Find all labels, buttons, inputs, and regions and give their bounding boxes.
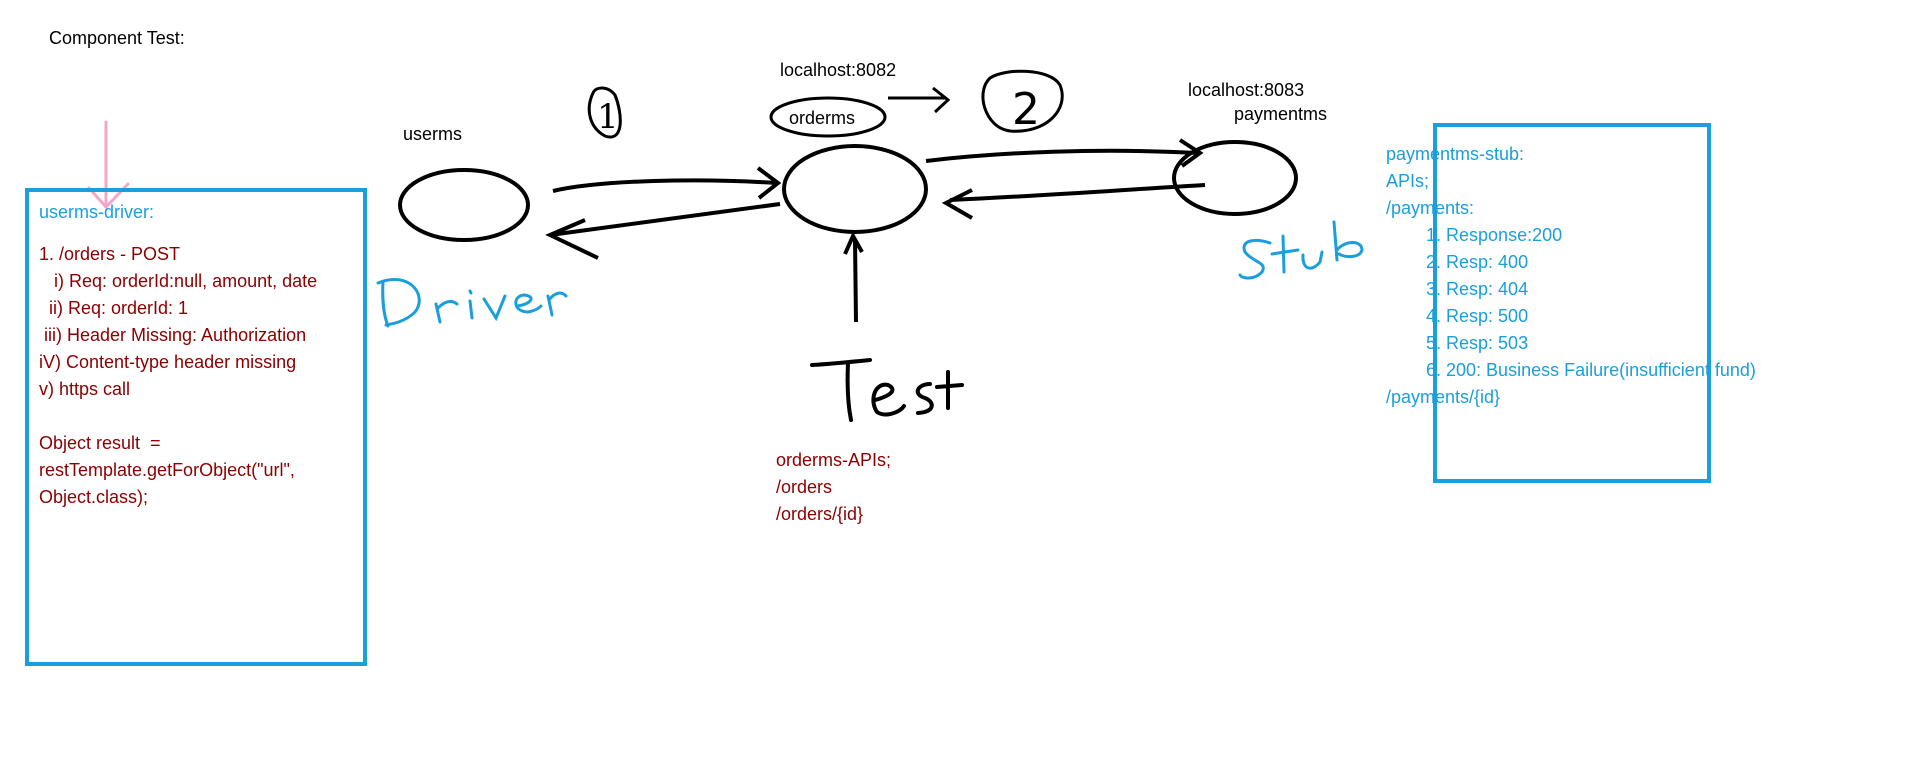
driver-box-line-9: restTemplate.getForObject("url", — [39, 460, 295, 480]
driver-box-line-4: iii) Header Missing: Authorization — [39, 325, 307, 345]
orderms-node-label: orderms — [789, 108, 856, 128]
payment-request-arrow — [925, 148, 1199, 163]
stub-box-line-9: /payments/{id} — [1386, 387, 1501, 407]
paymentms-node — [1172, 140, 1298, 216]
stub-box-line-8: 6. 200: Business Failure(insufficient fu… — [1386, 360, 1756, 380]
test-handwriting — [810, 358, 964, 422]
orderms-label-oval — [769, 96, 887, 138]
step-one-label: 1 — [597, 97, 619, 137]
driver-box-line-8: Object result = — [39, 433, 161, 453]
step-one-circle — [587, 86, 622, 139]
driver-box-title: userms-driver: — [39, 202, 155, 222]
orderms-apis-line-3: /orders/{id} — [776, 504, 864, 524]
request-arrow-head — [756, 166, 782, 200]
step-two-label: 2 — [1012, 84, 1040, 135]
page-title: Component Test: — [49, 28, 185, 48]
host-arrow-head — [932, 86, 951, 114]
orderms-host-label: localhost:8082 — [780, 60, 897, 80]
stub-box-line-6: 4. Resp: 500 — [1386, 306, 1529, 326]
stub-box-title: paymentms-stub: — [1386, 144, 1525, 164]
paymentms-node-label: paymentms — [1234, 104, 1328, 124]
step-two-circle — [981, 69, 1064, 133]
driver-box-line-3: ii) Req: orderId: 1 — [39, 298, 189, 318]
stub-box-line-1: APIs; — [1386, 171, 1430, 191]
payment-response-arrow-head — [941, 188, 973, 220]
driver-box-line-2: i) Req: orderId:null, amount, date — [39, 271, 318, 291]
stub-box-line-5: 3. Resp: 404 — [1386, 279, 1529, 299]
userms-node-label: userms — [403, 124, 463, 144]
test-arrow — [853, 239, 858, 323]
driver-box-line-5: iV) Content-type header missing — [39, 352, 297, 372]
driver-box-line-1: 1. /orders - POST — [39, 244, 181, 264]
orderms-apis-line-2: /orders — [776, 477, 833, 497]
stub-box-line-7: 5. Resp: 503 — [1386, 333, 1529, 353]
orderms-node — [782, 144, 928, 234]
response-arrow — [549, 202, 781, 237]
stub-handwriting — [1238, 220, 1364, 280]
stub-box — [1433, 123, 1711, 483]
orderms-apis-line-1: orderms-APIs; — [776, 450, 892, 470]
driver-handwriting — [376, 277, 568, 328]
stub-box-line-3: 1. Response:200 — [1386, 225, 1563, 245]
driver-box-line-6: v) https call — [39, 379, 131, 399]
driver-box-line-10: Object.class); — [39, 487, 149, 507]
paymentms-host-label: localhost:8083 — [1188, 80, 1305, 100]
userms-node — [398, 168, 530, 242]
stub-box-line-2: /payments: — [1386, 198, 1475, 218]
response-arrow-head — [545, 218, 599, 260]
stub-box-line-4: 2. Resp: 400 — [1386, 252, 1529, 272]
test-arrow-head — [843, 231, 864, 255]
payment-response-arrow — [949, 183, 1206, 202]
request-arrow — [552, 178, 777, 193]
driver-box — [25, 188, 367, 666]
payment-request-arrow-head — [1178, 138, 1204, 168]
